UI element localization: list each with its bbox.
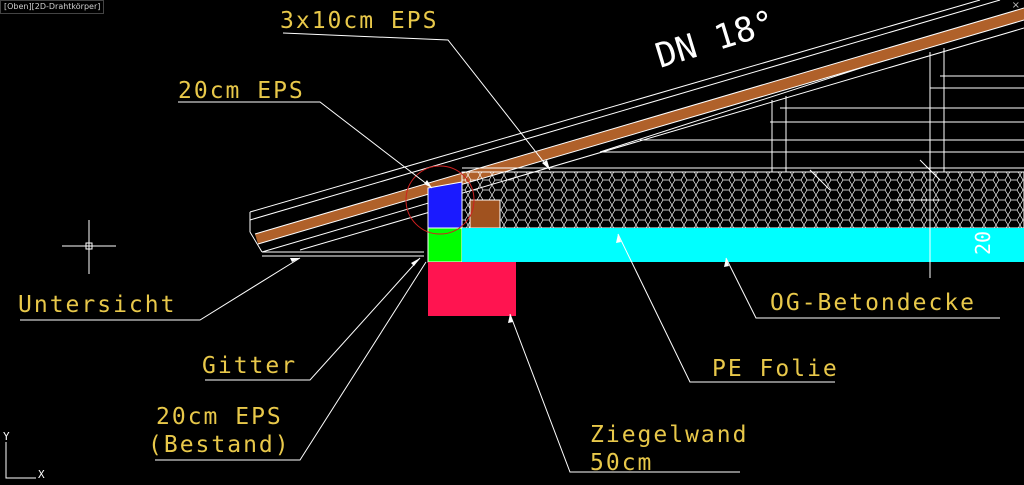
label-untersicht: Untersicht: [18, 292, 176, 318]
roof-framing: [599, 19, 1024, 172]
ucs-y-label: Y: [3, 430, 10, 443]
label-gitter: Gitter: [202, 353, 297, 379]
ucs-x-label: X: [38, 468, 45, 481]
label-og-betondecke: OG-Betondecke: [770, 290, 976, 316]
label-eps-bestand-1: 20cm EPS: [156, 404, 283, 430]
crosshair-cursor: [62, 220, 116, 274]
label-eps-bestand-2: (Bestand): [148, 432, 291, 458]
ucs-icon: [5, 442, 36, 479]
label-eps-3x10: 3x10cm EPS: [280, 8, 438, 34]
close-icon[interactable]: ×: [1011, 0, 1020, 11]
label-ziegelwand-2: 50cm: [590, 450, 653, 476]
og-betondecke-slab: [462, 228, 1024, 262]
leader-lines: [20, 32, 1000, 473]
highlight-circle: [405, 165, 475, 235]
viewport-label[interactable]: [Oben][2D-Drahtkörper]: [0, 0, 105, 14]
ziegelwand: [428, 262, 516, 316]
label-eps-20: 20cm EPS: [178, 78, 305, 104]
roof-pitch-label: DN 18°: [651, 2, 780, 76]
wood-block: [469, 199, 501, 229]
soffit: [262, 251, 424, 257]
eps-20cm-block: [427, 181, 463, 229]
dimension-marks: [809, 159, 941, 278]
partial-dimension-text: 20: [971, 231, 995, 255]
arrowheads: [290, 160, 729, 323]
label-ziegelwand-1: Ziegelwand: [590, 422, 748, 448]
label-pe-folie: PE Folie: [712, 356, 839, 382]
